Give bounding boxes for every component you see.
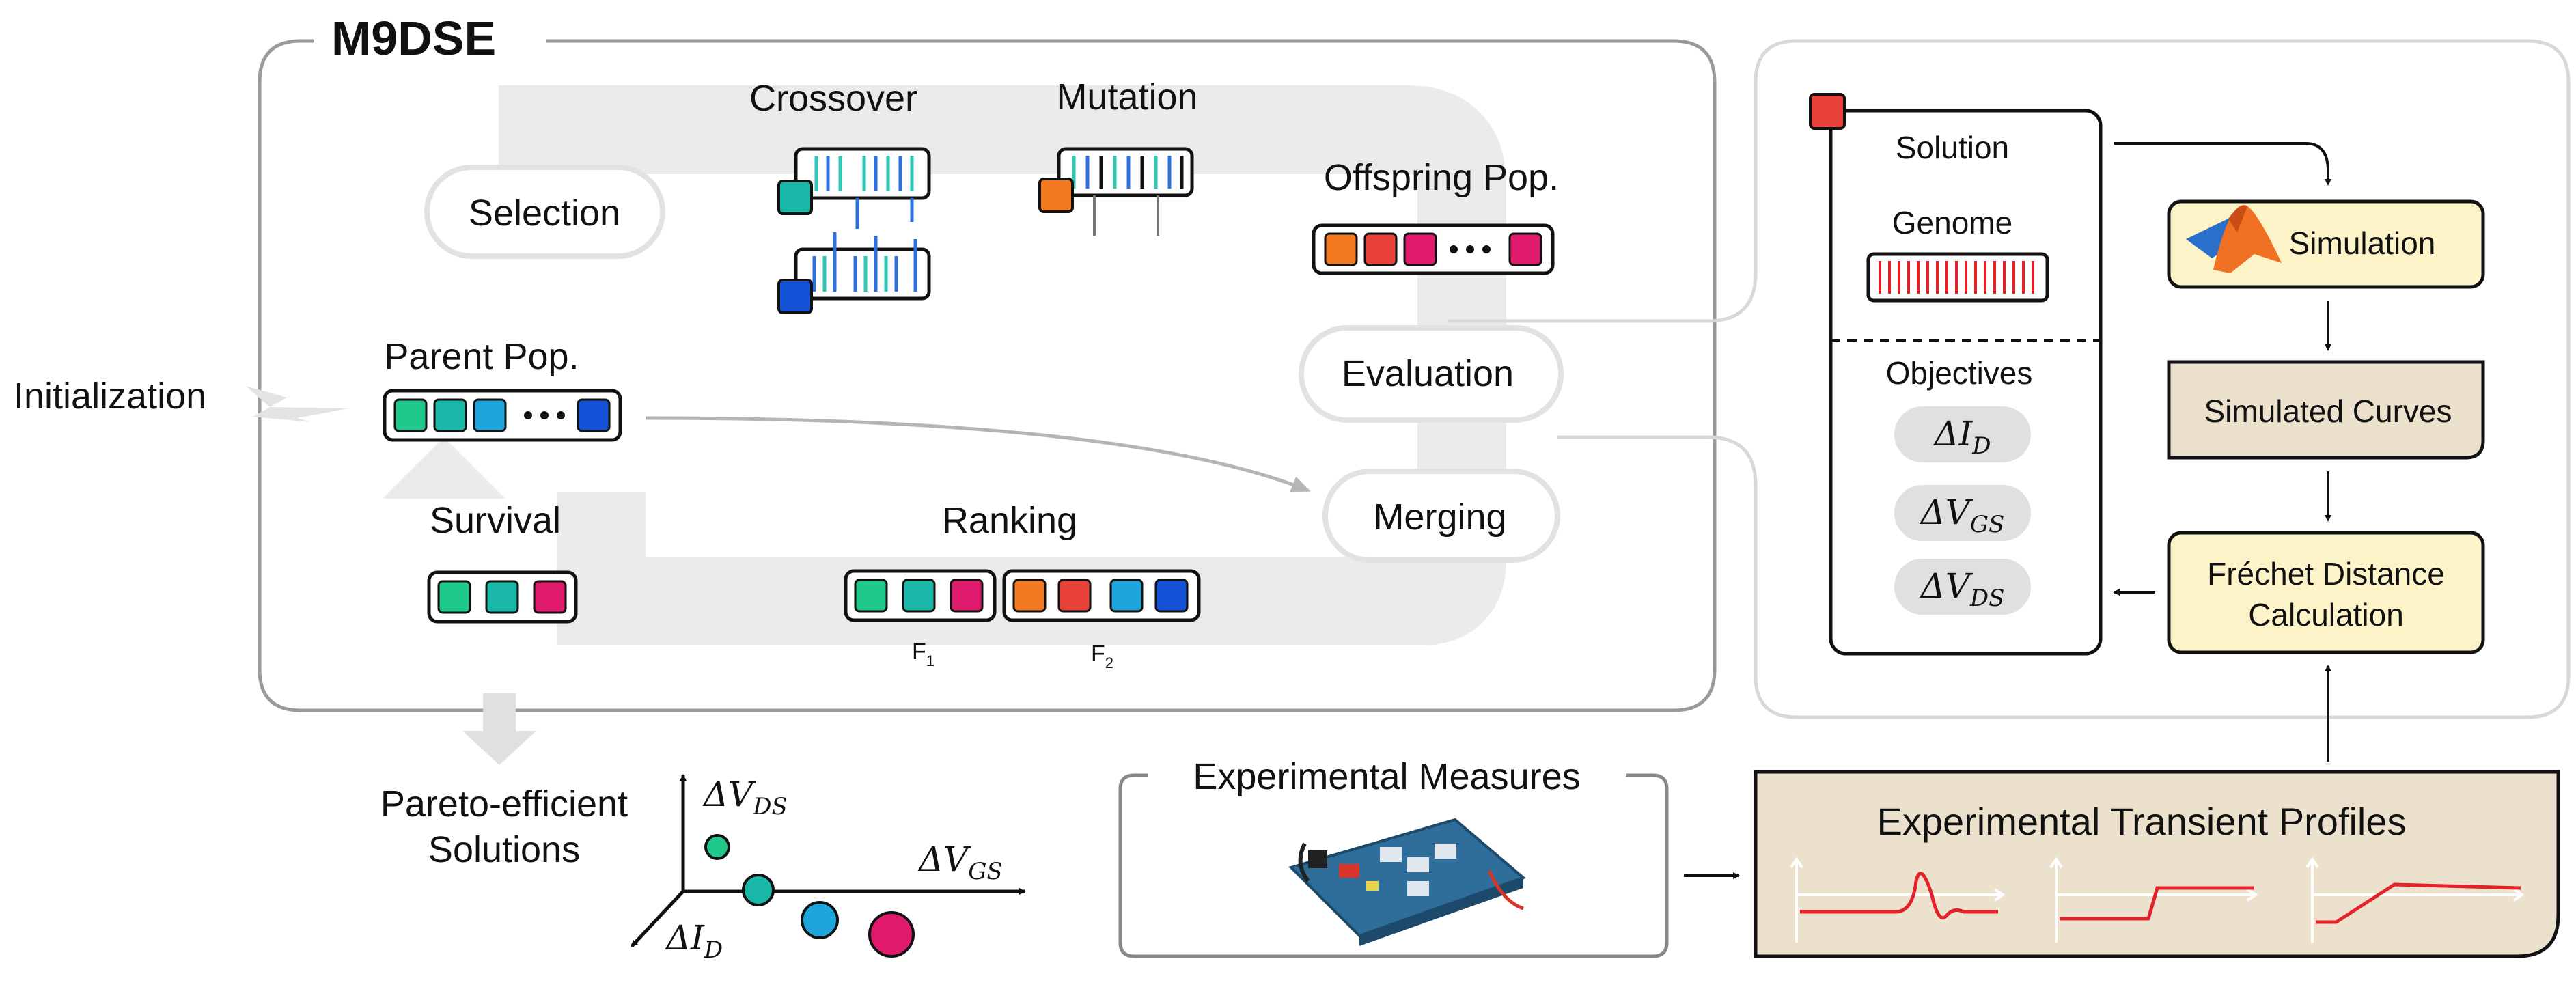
simulated-curves-node: Simulated Curves — [2167, 360, 2485, 460]
simulation-label: Simulation — [2289, 225, 2436, 261]
objectives-label: Objectives — [1886, 355, 2033, 391]
evaluation-connector — [1448, 39, 2571, 719]
parent-label: Parent Pop. — [384, 336, 579, 377]
genome-bar — [1866, 252, 2049, 303]
evaluation-node: Evaluation — [1299, 325, 1564, 423]
frechet-node: Fréchet Distance Calculation — [2167, 531, 2485, 654]
evaluation-label: Evaluation — [1342, 353, 1514, 394]
initialization-label: Initialization — [14, 376, 206, 417]
front-2-label: F2 — [1091, 641, 1113, 671]
solution-title: Solution — [1896, 130, 2009, 165]
offspring-label: Offspring Pop. — [1324, 157, 1559, 198]
m9dse-box — [258, 39, 1717, 712]
survival-label: Survival — [430, 500, 561, 541]
objective-delta-vds: ΔVDS — [1894, 559, 2031, 615]
experimental-measures-label: Experimental Measures — [1193, 756, 1580, 797]
solution-to-simulation-arrow — [2114, 142, 2331, 186]
experimental-measures-box — [1118, 773, 1669, 958]
survival-population — [427, 570, 578, 624]
loop-band — [383, 85, 1506, 645]
parent-population — [383, 389, 622, 442]
experimental-profiles-label: Experimental Transient Profiles — [1876, 800, 2406, 843]
pareto-axes — [631, 774, 1026, 947]
merging-label: Merging — [1373, 497, 1506, 538]
offspring-population — [1312, 223, 1555, 275]
simulated-curves-label: Simulated Curves — [2204, 393, 2452, 429]
axis-y-label: ΔVDS — [702, 775, 788, 820]
axis-x-label: ΔVGS — [917, 839, 1003, 885]
objective-delta-id: ΔID — [1894, 406, 2031, 462]
frechet-label-line2: Calculation — [2248, 597, 2404, 632]
genome-label: Genome — [1892, 205, 2012, 240]
svg-text:ΔVGS: ΔVGS — [1920, 492, 2005, 538]
ranking-front-1 — [844, 569, 997, 622]
ranking-front-2 — [1002, 569, 1201, 622]
ranking-label: Ranking — [942, 500, 1077, 541]
pcb-board-image — [1288, 818, 1526, 946]
simulation-node: Simulation — [2167, 199, 2485, 289]
matlab-logo-icon — [2186, 205, 2282, 273]
down-arrow-icon — [462, 693, 536, 765]
frechet-label-line1: Fréchet Distance — [2207, 556, 2445, 592]
front-1-label: F1 — [912, 639, 934, 669]
pareto-label-line2: Solutions — [428, 829, 580, 870]
pareto-points — [704, 834, 915, 958]
selection-label: Selection — [469, 193, 620, 234]
mutation-label: Mutation — [1056, 77, 1197, 117]
svg-text:ΔVDS: ΔVDS — [1920, 566, 2005, 612]
selection-node: Selection — [424, 165, 665, 259]
profile-plots — [1790, 857, 2525, 943]
svg-text:ΔID: ΔID — [1933, 414, 1991, 460]
pareto-label-line1: Pareto-efficient — [380, 783, 628, 824]
crossover-label: Crossover — [749, 78, 917, 119]
merging-node: Merging — [1322, 469, 1560, 563]
parent-to-merging-arrow — [645, 416, 1311, 492]
crossover-genomes — [777, 147, 931, 314]
initialization-bolt-icon — [246, 386, 348, 422]
axis-z-label: ΔID — [665, 918, 723, 964]
mutation-genome — [1038, 147, 1194, 236]
m9dse-title: M9DSE — [331, 12, 496, 65]
objective-delta-vgs: ΔVGS — [1894, 485, 2031, 541]
